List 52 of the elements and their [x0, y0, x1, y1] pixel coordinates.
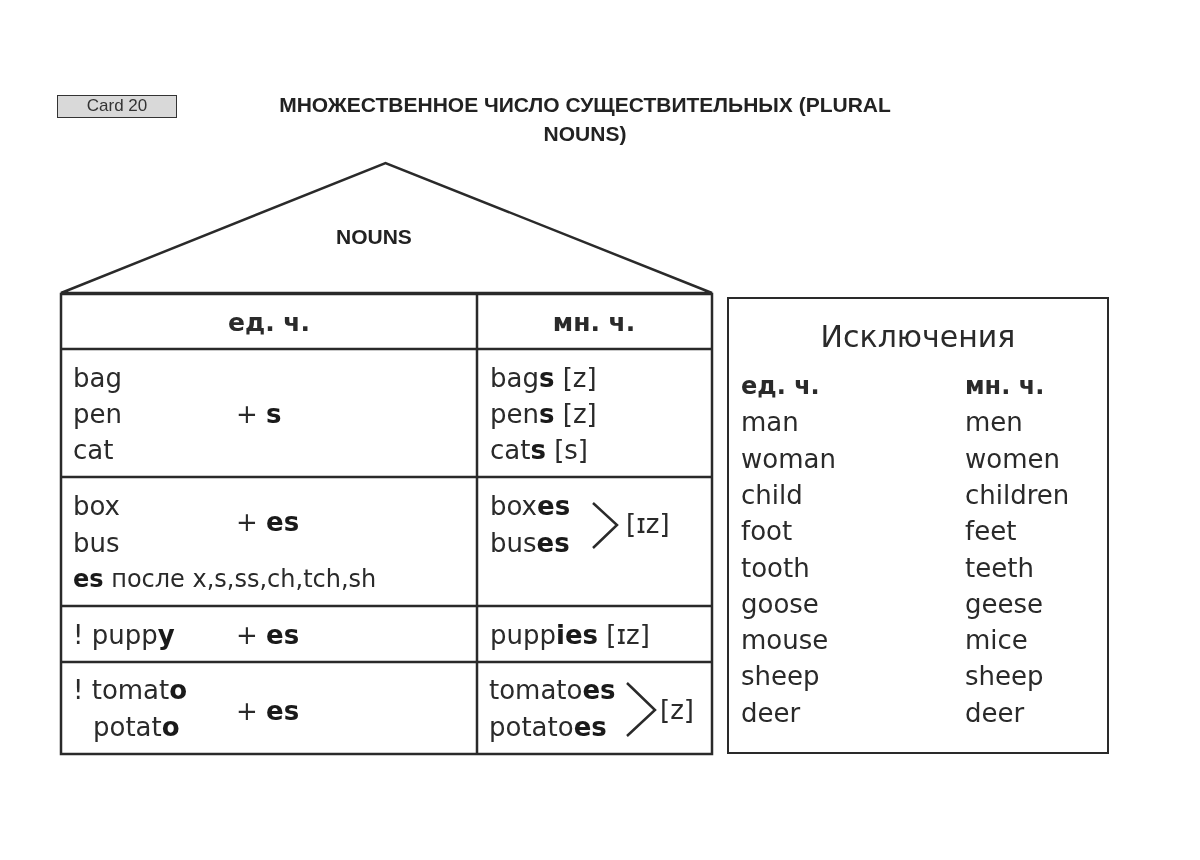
table-text: potato: [93, 711, 180, 744]
word: tooth: [741, 551, 810, 585]
table-text: bag: [73, 362, 122, 395]
table-text: [z]: [660, 694, 694, 727]
table-text: bus: [73, 527, 120, 560]
table-text: puppies [ɪz]: [490, 619, 650, 652]
word: child: [741, 478, 803, 512]
column-header: мн. ч.: [965, 371, 1045, 402]
table-text: tomatoes: [489, 674, 616, 707]
word: foot: [741, 515, 793, 549]
column-header: мн. ч.: [551, 307, 637, 339]
table-text: cats [s]: [490, 434, 588, 467]
card-label-box: [57, 95, 177, 118]
word: deer: [965, 696, 1025, 730]
word: goose: [741, 587, 819, 621]
panel-heading: Исключения: [819, 318, 1017, 356]
word: teeth: [965, 551, 1034, 585]
roof-heading: NOUNS: [336, 224, 412, 250]
title: МНОЖЕСТВЕННОЕ ЧИСЛО СУЩЕСТВИТЕЛЬНЫХ (PLURAL NOUNS): [278, 92, 892, 147]
word: men: [965, 406, 1023, 440]
table-text: buses: [490, 527, 570, 560]
table-text: cat: [73, 434, 114, 467]
exceptions-panel: [727, 297, 1109, 754]
word: sheep: [965, 660, 1044, 694]
table-text: boxes: [490, 490, 571, 523]
table-text: es после x,s,ss,ch,tch,sh: [73, 564, 377, 595]
table-text: + es: [236, 619, 300, 652]
word: mice: [965, 624, 1028, 658]
card-number: Card 20: [85, 95, 149, 117]
roof-triangle: [61, 162, 712, 293]
table-text: bags [z]: [490, 362, 597, 395]
column-header: ед. ч.: [741, 371, 820, 402]
table-text: + s: [236, 398, 282, 431]
column-header: ед. ч.: [227, 307, 311, 339]
table-text: potatoes: [489, 711, 607, 744]
table-text: + es: [236, 506, 300, 539]
table-text: + es: [236, 695, 300, 728]
word: geese: [965, 587, 1044, 621]
word: feet: [965, 515, 1017, 549]
table-text: pens [z]: [490, 398, 597, 431]
word: sheep: [741, 660, 820, 694]
word: man: [741, 406, 799, 440]
table-text: box: [73, 490, 120, 523]
word: women: [965, 442, 1060, 476]
word: woman: [741, 442, 836, 476]
table-text: ! puppy: [73, 619, 175, 652]
word: children: [965, 478, 1070, 512]
table-text: pen: [73, 398, 122, 431]
word: deer: [741, 696, 801, 730]
word: mouse: [741, 624, 829, 658]
table-text: [ɪz]: [626, 508, 670, 541]
table-text: ! tomato: [73, 674, 188, 707]
